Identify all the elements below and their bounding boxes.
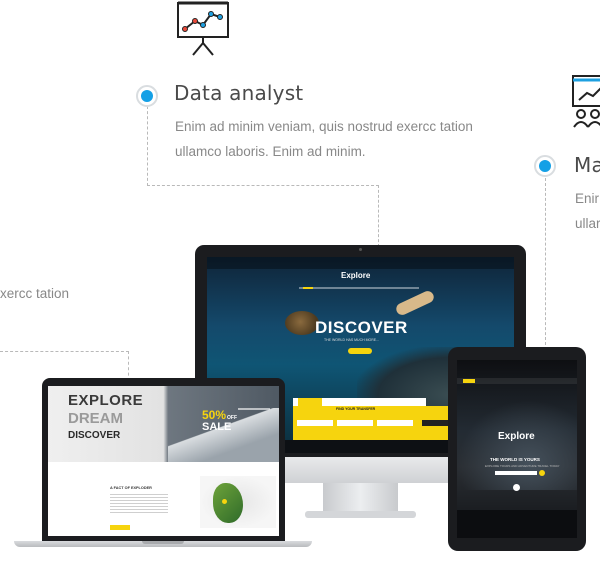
tablet-mockup: Explore THE WORLD IS YOURS EXPLORE TOURS… bbox=[448, 347, 586, 551]
tablet-brand: Explore bbox=[498, 431, 535, 442]
desktop-stand-base bbox=[305, 511, 416, 518]
laptop-mountain bbox=[168, 408, 279, 462]
tablet-headline: THE WORLD IS YOURS bbox=[490, 457, 540, 462]
laptop-hero-line2: DREAM bbox=[68, 410, 123, 427]
desktop-booking-field-2 bbox=[337, 420, 373, 426]
laptop-screen: EXPLORE DREAM DISCOVER 50%OFF SALE A FAC… bbox=[48, 386, 279, 536]
timeline-dot bbox=[539, 160, 551, 172]
team-presentation-icon bbox=[571, 74, 600, 129]
desktop-booking-title: FIND YOUR TRANSFER bbox=[336, 407, 376, 411]
desktop-nav-line bbox=[299, 287, 419, 289]
item-description-partial-left: xercc tation bbox=[0, 286, 70, 301]
desktop-camera bbox=[359, 248, 362, 251]
desktop-hero-button bbox=[348, 348, 372, 354]
tablet-play-button bbox=[513, 484, 520, 491]
laptop-map-africa bbox=[213, 483, 243, 523]
laptop-promo-percent: 50% bbox=[202, 408, 227, 422]
tablet-screen: Explore THE WORLD IS YOURS EXPLORE TOURS… bbox=[457, 360, 577, 538]
desktop-booking-field-3 bbox=[377, 420, 413, 426]
desktop-hero-subtitle: THE WORLD HAS MUCH MORE... bbox=[324, 338, 380, 342]
laptop-promo-pct: 50%OFF bbox=[202, 408, 237, 422]
connector-mid-down bbox=[128, 351, 129, 381]
laptop-mockup: EXPLORE DREAM DISCOVER 50%OFF SALE A FAC… bbox=[14, 378, 312, 552]
desktop-diver bbox=[394, 289, 436, 317]
presentation-chart-icon bbox=[176, 0, 232, 58]
timeline-dot bbox=[141, 90, 153, 102]
desktop-booking-submit bbox=[422, 420, 452, 426]
timeline-node-data-analyst bbox=[136, 85, 158, 107]
laptop-base bbox=[14, 541, 312, 547]
laptop-hero-line3: DISCOVER bbox=[68, 430, 121, 441]
laptop-hero-line1: EXPLORE bbox=[68, 392, 144, 409]
connector-mid-horizontal bbox=[0, 351, 129, 352]
item-description-partial-line1: Enir bbox=[575, 191, 600, 206]
item-title: Data analyst bbox=[174, 81, 304, 105]
tablet-sub: EXPLORE TOURS AND ADVENTURE TRAVEL TODAY bbox=[485, 464, 560, 468]
desktop-turtle bbox=[285, 311, 319, 335]
desktop-booking-tab-active bbox=[298, 398, 322, 406]
laptop-fact-title: A FACT OF EXPLODER bbox=[110, 486, 152, 490]
laptop-promo-off: OFF bbox=[227, 415, 238, 421]
desktop-booking-field-1 bbox=[297, 420, 333, 426]
connector-left-vertical bbox=[147, 106, 148, 186]
connector-top-horizontal bbox=[147, 185, 379, 186]
tablet-mountain bbox=[457, 400, 577, 490]
desktop-stand bbox=[323, 483, 398, 513]
item-title-partial: Ma bbox=[574, 153, 600, 177]
timeline-node-second bbox=[534, 155, 556, 177]
desktop-brand: Explore bbox=[341, 271, 371, 280]
desktop-booking-tabs bbox=[293, 398, 426, 406]
laptop-read-more-button bbox=[110, 525, 130, 530]
tablet-search-field bbox=[495, 471, 537, 475]
item-description-line2: ullamco laboris. Enim ad minim. bbox=[175, 144, 366, 159]
laptop-notch bbox=[142, 541, 184, 544]
desktop-hero-title: DISCOVER bbox=[315, 318, 408, 337]
tablet-bottom-band bbox=[457, 510, 577, 538]
laptop-map-pin bbox=[222, 499, 227, 504]
desktop-nav-bar bbox=[207, 257, 514, 269]
laptop-promo-sale: SALE bbox=[202, 421, 232, 433]
laptop-text-block bbox=[110, 494, 168, 514]
connector-top-down bbox=[378, 185, 379, 247]
tablet-nav-active bbox=[463, 379, 475, 383]
tablet-nav-bar bbox=[457, 378, 577, 384]
connector-right-vertical bbox=[545, 178, 546, 350]
tablet-search-button bbox=[539, 470, 545, 476]
desktop-nav-active bbox=[303, 287, 313, 289]
laptop-promo-text bbox=[238, 408, 270, 420]
item-description-partial-line2: ullar bbox=[575, 216, 600, 231]
item-description-line1: Enim ad minim veniam, quis nostrud exerc… bbox=[175, 119, 473, 134]
